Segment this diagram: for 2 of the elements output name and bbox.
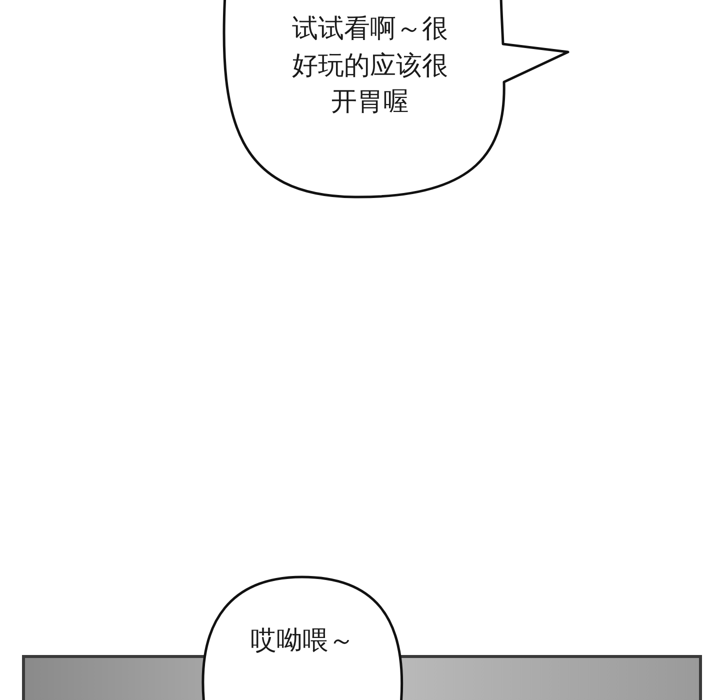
speech-text: 哎呦喂～ xyxy=(250,624,356,656)
speech-text: 试试看啊～很好玩的应该很开胃喔 xyxy=(291,12,449,118)
